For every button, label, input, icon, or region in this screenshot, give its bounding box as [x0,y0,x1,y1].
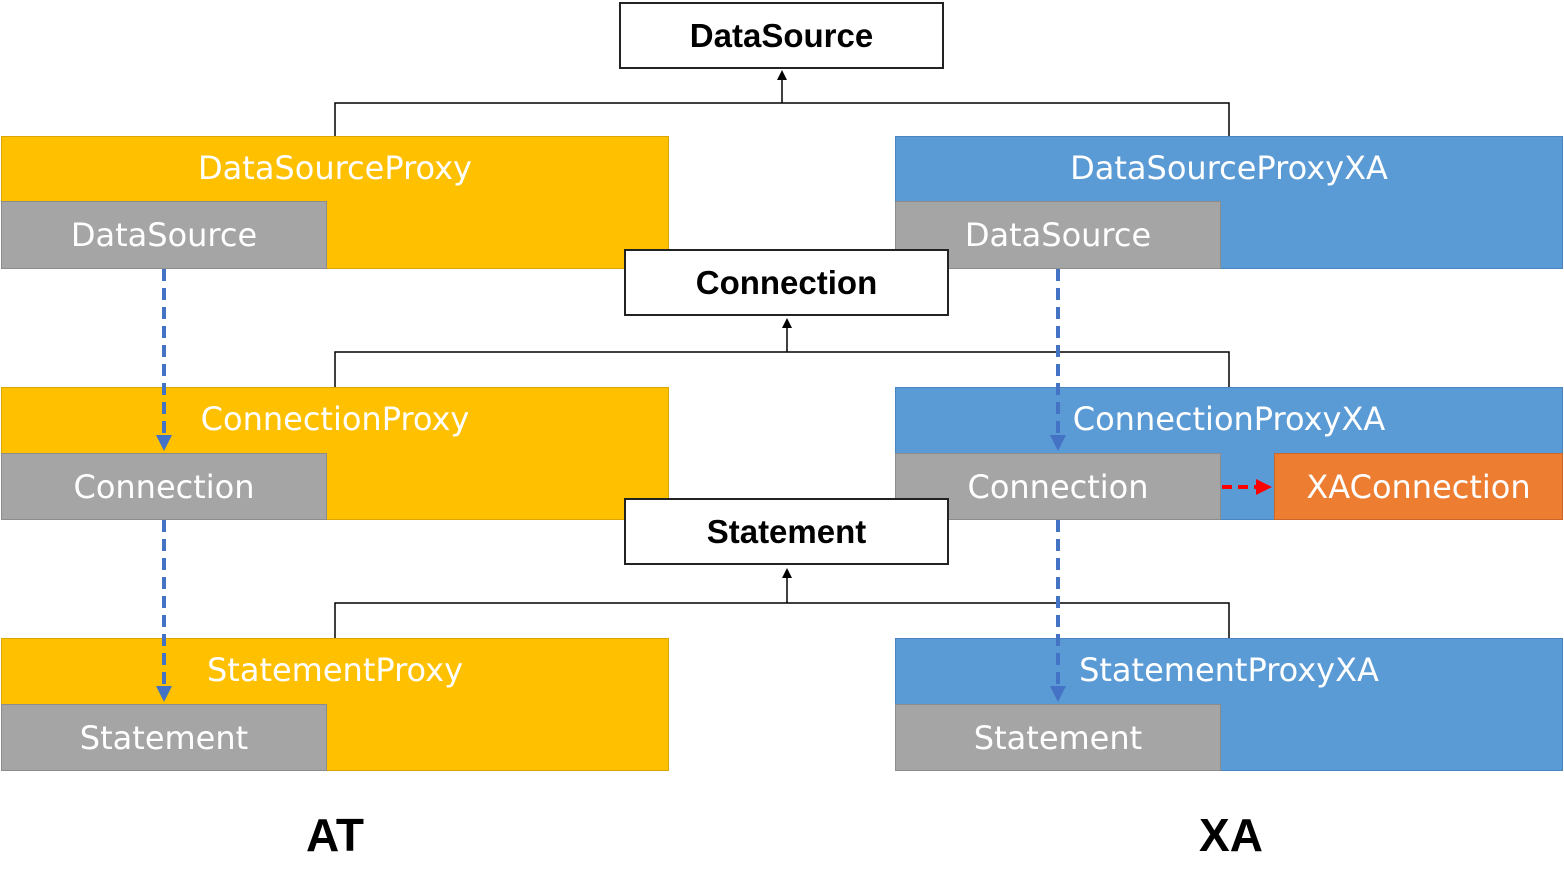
datasource-inheritance-connector [334,70,1230,136]
xa-datasource-proxy-inner: DataSource [895,201,1221,269]
xa-caption: XA [1199,809,1263,861]
xa-statement-proxy-title: StatementProxyXA [1079,651,1379,689]
at-connection-proxy-inner: Connection [1,453,327,520]
connection-interface-box: Connection [624,249,949,316]
at-connection-proxy-title: ConnectionProxy [200,400,470,438]
xa-connection-proxy-inner: Connection [895,453,1221,520]
statement-interface-box: Statement [624,498,949,565]
xa-statement-proxy-inner: Statement [895,704,1221,771]
statement-inheritance-connector [334,568,1230,638]
xa-connection-box: XAConnection [1274,453,1563,520]
at-statement-proxy-title: StatementProxy [206,651,464,689]
at-datasource-proxy-title: DataSourceProxy [198,149,472,187]
xa-datasource-proxy-title: DataSourceProxyXA [1070,149,1388,187]
at-connection-proxy-box: ConnectionProxy [1,387,669,520]
datasource-interface-box: DataSource [619,2,944,69]
at-datasource-proxy-inner: DataSource [1,201,327,269]
at-caption: AT [306,809,364,861]
connection-inheritance-connector [334,318,1230,387]
at-statement-proxy-inner: Statement [1,704,327,771]
xa-connection-proxy-title: ConnectionProxyXA [1072,400,1386,438]
